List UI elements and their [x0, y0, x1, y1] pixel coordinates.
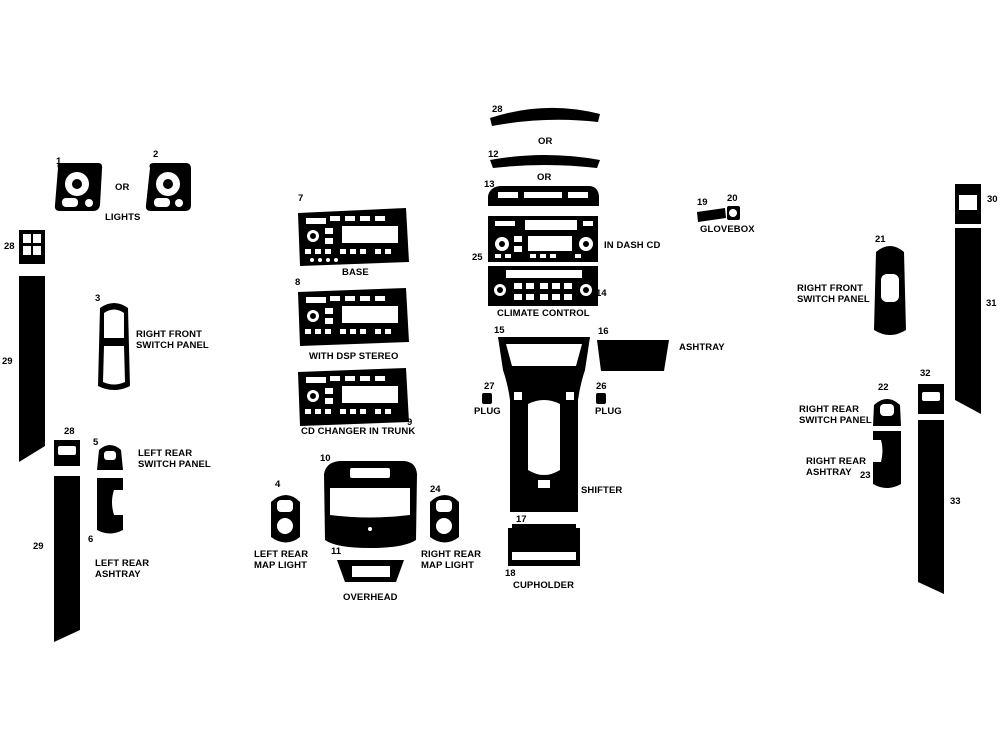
part-number-7: 7 [298, 193, 304, 204]
label-or: OR [538, 136, 553, 147]
piece-6-left-rear-ashtray [97, 478, 123, 534]
part-number-28: 28 [64, 426, 75, 437]
label-left-rear-switch-panel: LEFT REAR SWITCH PANEL [138, 448, 211, 470]
part-number-28: 28 [4, 241, 15, 252]
piece-2-lights-panel [145, 163, 191, 211]
piece-22-right-rear-switch [873, 399, 901, 426]
label-left-rear-ashtray: LEFT REAR ASHTRAY [95, 558, 150, 580]
part-number-27: 27 [484, 381, 495, 392]
part-number-23: 23 [860, 470, 871, 481]
part-number-13: 13 [484, 179, 495, 190]
piece-29-rear-trim [54, 476, 80, 642]
part-number-5: 5 [93, 437, 99, 448]
label-in-dash-cd: IN DASH CD [604, 240, 661, 251]
piece-15-shifter-plate [498, 337, 590, 512]
part-number-31: 31 [986, 298, 997, 309]
label-shifter: SHIFTER [581, 485, 623, 496]
part-number-24: 24 [430, 484, 441, 495]
label-or: OR [115, 182, 130, 193]
label-right-front-switch-panel: RIGHT FRONT SWITCH PANEL [797, 283, 870, 305]
part-number-8: 8 [295, 277, 301, 288]
label-climate-control: CLIMATE CONTROL [497, 308, 590, 319]
piece-4-left-map-light [271, 495, 300, 543]
part-number-11: 11 [331, 546, 342, 557]
piece-9-cd-changer-radio [298, 368, 409, 426]
label-plug: PLUG [595, 406, 622, 417]
label-with-dsp-stereo: WITH DSP STEREO [309, 351, 399, 362]
piece-10-overhead-console [324, 461, 417, 548]
piece-20-glovebox-lock [727, 206, 740, 220]
piece-21-right-switch-panel [874, 246, 906, 335]
label-cd-changer-in-trunk: CD CHANGER IN TRUNK [301, 426, 416, 437]
part-number-3: 3 [95, 293, 101, 304]
label-right-rear-map-light: RIGHT REAR MAP LIGHT [421, 549, 482, 571]
piece-26-plug [596, 393, 606, 404]
piece-28-top-trim [490, 107, 600, 126]
piece-24-right-map-light [430, 495, 459, 543]
piece-11-overhead-lower [337, 560, 404, 582]
part-number-33: 33 [950, 496, 961, 507]
label-or: OR [537, 172, 552, 183]
piece-19-glovebox [697, 208, 726, 222]
piece-5-left-rear-switch [97, 445, 123, 470]
label-lights: LIGHTS [105, 212, 141, 223]
part-number-4: 4 [275, 479, 281, 490]
piece-28-left-insert [19, 230, 45, 264]
piece-18-cupholder [508, 528, 580, 566]
label-ashtray: ASHTRAY [679, 342, 725, 353]
part-number-26: 26 [596, 381, 607, 392]
piece-16-ashtray [597, 340, 669, 371]
part-number-10: 10 [320, 453, 331, 464]
piece-14-climate-control [488, 266, 598, 306]
label-right-rear-switch-panel: RIGHT REAR SWITCH PANEL [799, 404, 872, 426]
label-overhead: OVERHEAD [343, 592, 398, 603]
part-number-17: 17 [516, 514, 527, 525]
piece-33-right-rear-trim [918, 420, 944, 594]
label-glovebox: GLOVEBOX [700, 224, 755, 235]
piece-27-plug [482, 393, 492, 404]
piece-32-right-rear-insert [918, 384, 944, 414]
label-left-rear-map-light: LEFT REAR MAP LIGHT [254, 549, 309, 571]
piece-23-right-rear-ashtray [873, 431, 901, 488]
piece-28-rear-insert [54, 440, 80, 466]
piece-31-right-trim [955, 228, 981, 414]
piece-29-left-trim [19, 276, 45, 462]
part-number-29: 29 [2, 356, 13, 367]
part-number-6: 6 [88, 534, 94, 545]
part-number-15: 15 [494, 325, 505, 336]
piece-17-cupholder-top [512, 524, 576, 528]
label-right-front-switch-panel: RIGHT FRONT SWITCH PANEL [136, 329, 209, 351]
piece-1-lights-panel [54, 163, 103, 211]
label-plug: PLUG [474, 406, 501, 417]
label-cupholder: CUPHOLDER [513, 580, 575, 591]
part-number-2: 2 [153, 149, 159, 160]
piece-12-top-trim [490, 155, 600, 168]
part-number-12: 12 [488, 149, 499, 160]
part-number-25: 25 [472, 252, 483, 263]
part-number-21: 21 [875, 234, 886, 245]
piece-13-vent-strip [488, 186, 599, 206]
part-number-32: 32 [920, 368, 931, 379]
piece-25-in-dash-cd [488, 216, 598, 262]
part-number-18: 18 [505, 568, 516, 579]
label-base: BASE [342, 267, 369, 278]
part-number-16: 16 [598, 326, 609, 337]
part-number-1: 1 [56, 156, 62, 167]
piece-30-right-insert [955, 184, 981, 224]
part-number-29: 29 [33, 541, 44, 552]
part-number-20: 20 [727, 193, 738, 204]
piece-3-switch-panel [98, 303, 130, 390]
part-number-9: 9 [407, 417, 413, 428]
piece-7-base-radio [298, 208, 409, 266]
label-right-rear-ashtray: RIGHT REAR ASHTRAY [806, 456, 867, 478]
part-number-14: 14 [596, 288, 607, 299]
part-number-30: 30 [987, 194, 998, 205]
part-number-19: 19 [697, 197, 708, 208]
part-number-28: 28 [492, 104, 503, 115]
part-number-22: 22 [878, 382, 889, 393]
piece-8-dsp-radio [298, 288, 409, 346]
